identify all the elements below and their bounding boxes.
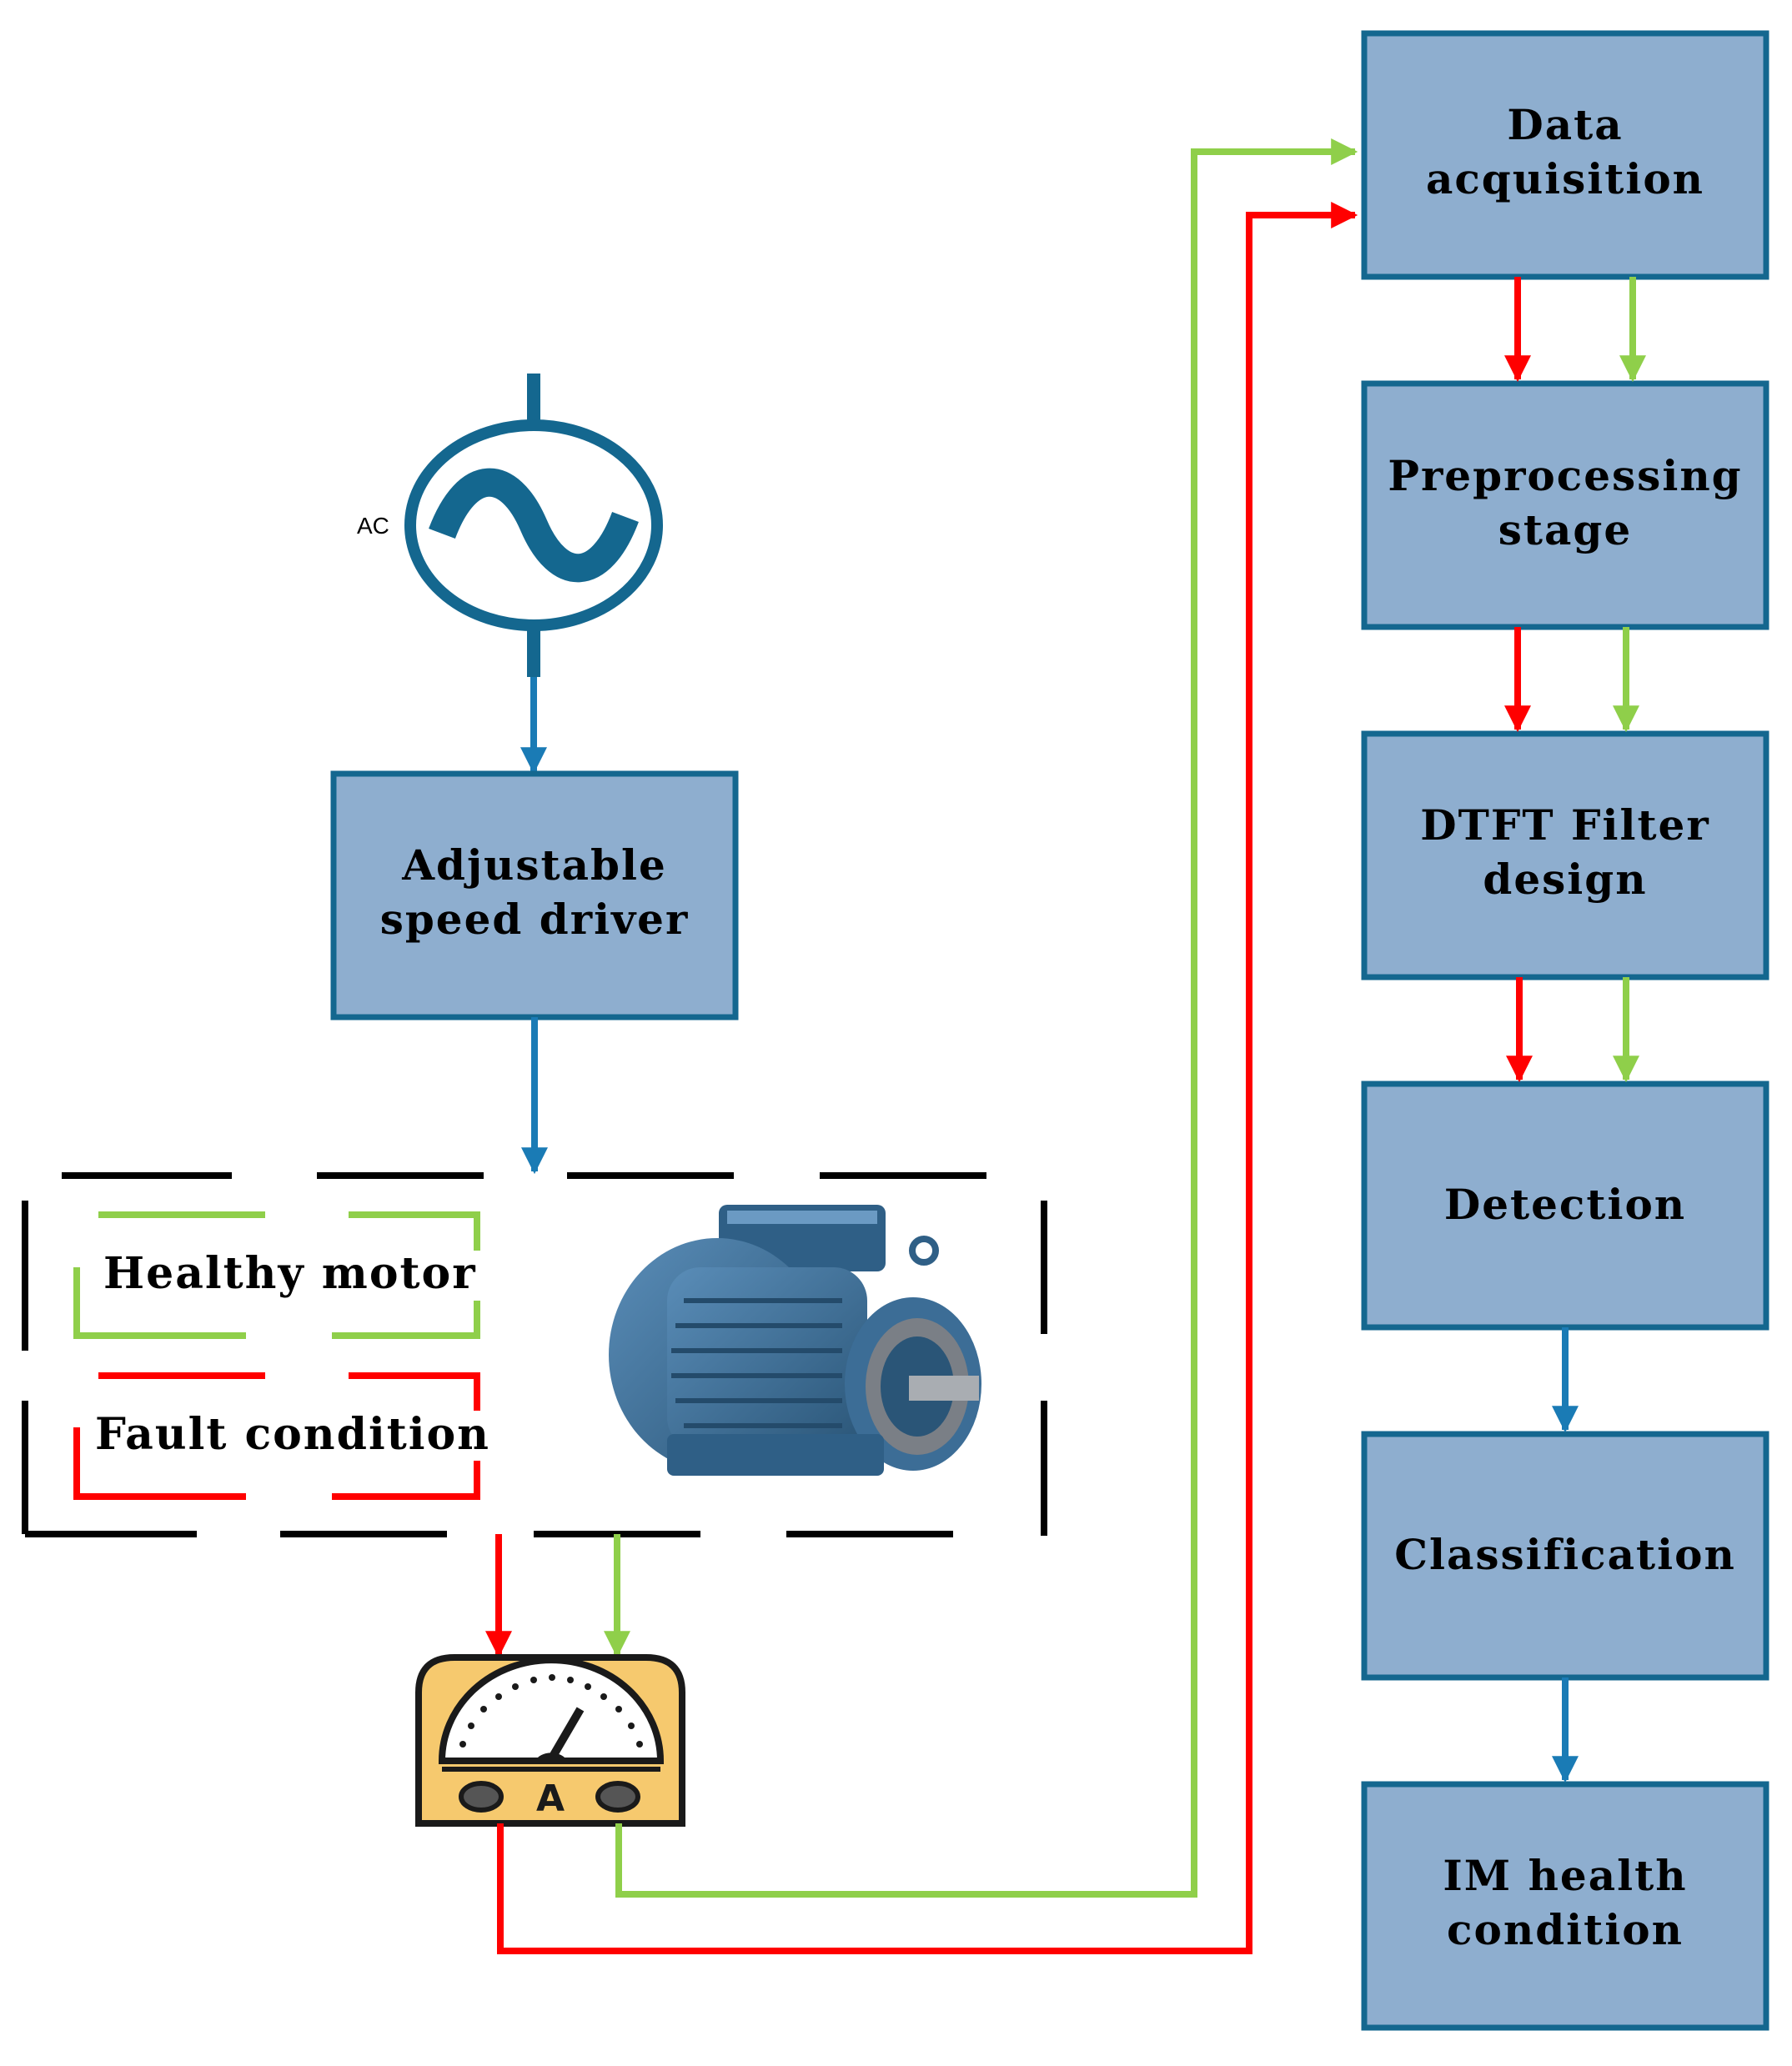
fault-condition-label: Fault condition: [95, 1409, 490, 1460]
ac-label: AC: [357, 513, 389, 539]
driver-label-line1: Adjustable: [401, 840, 667, 890]
data-acquisition-box: [1361, 30, 1769, 280]
data-acquisition-line1: Data: [1507, 100, 1623, 149]
im-health-line1: IM health: [1443, 1851, 1687, 1900]
ammeter-label: A: [536, 1778, 565, 1820]
driver-box: [330, 770, 739, 1020]
data-acquisition-line2: acquisition: [1426, 154, 1704, 203]
fault-frame: [73, 1372, 480, 1500]
classification-box: [1361, 1431, 1769, 1681]
classification-label: Classification: [1394, 1530, 1736, 1579]
red-signal-line: [497, 202, 1358, 1954]
pipeline: Data acquisition Preprocessing stage DTF…: [1361, 30, 1769, 2031]
healthy-frame: [73, 1211, 480, 1339]
dtft-filter-box: [1361, 730, 1769, 980]
preprocessing-line1: Preprocessing: [1388, 451, 1742, 500]
im-health-line2: condition: [1447, 1905, 1684, 1954]
preprocessing-line2: stage: [1498, 505, 1632, 554]
induction-motor-icon: [609, 1205, 981, 1476]
preprocessing-box: [1361, 380, 1769, 630]
ac-source-icon: [404, 374, 663, 677]
motor-setup-boundary: [22, 1172, 1047, 1537]
pipeline-arrows: [1504, 277, 1646, 1783]
healthy-motor-label: Healthy motor: [103, 1248, 477, 1299]
detection-label: Detection: [1444, 1180, 1686, 1229]
ammeter-icon: [415, 1654, 685, 1827]
green-signal-line: [615, 138, 1358, 1898]
dtft-filter-line2: design: [1483, 855, 1647, 904]
detection-box: [1361, 1081, 1769, 1331]
driver-label-line2: speed driver: [380, 895, 690, 944]
im-health-box: [1361, 1781, 1769, 2031]
dtft-filter-line1: DTFT Filter: [1420, 800, 1709, 850]
